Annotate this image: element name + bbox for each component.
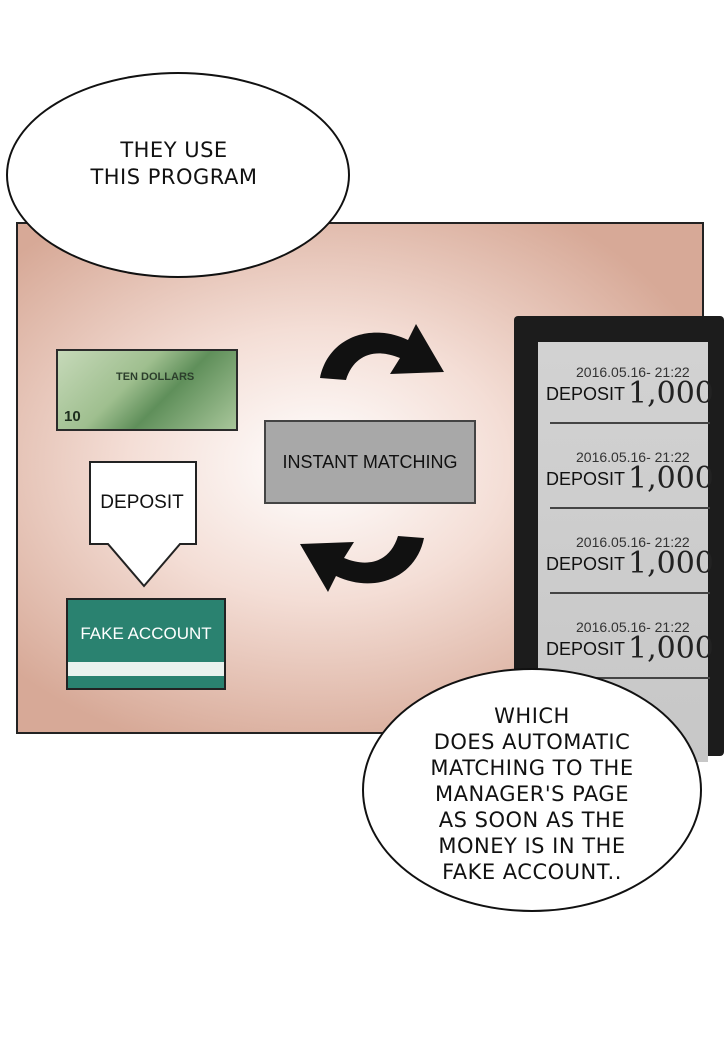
entry-amount: 1,000 [628,546,714,581]
deposit-entry: 2016.05.16- 21:22 DEPOSIT 1,000 [538,512,714,597]
deposit-entry: 2016.05.16- 21:22 DEPOSIT 1,000 [538,597,714,682]
instant-matching-label: INSTANT MATCHING [282,451,458,472]
entry-amount: 1,000 [628,631,714,666]
entry-label: DEPOSIT [546,469,626,489]
entry-date: 2016.05.16- 21:22 [576,364,690,380]
entry-label: DEPOSIT [546,639,626,659]
ten-dollar-bill: TEN DOLLARS 10 [56,349,238,431]
entry-date: 2016.05.16- 21:22 [576,449,690,465]
entry-label: DEPOSIT [546,384,626,404]
instant-matching-box: INSTANT MATCHING [264,420,476,504]
cycle-arrow-bottom-icon [300,536,424,592]
entry-divider [550,507,710,509]
fake-account-card: FAKE ACCOUNT [66,598,226,690]
entry-date: 2016.05.16- 21:22 [576,534,690,550]
entry-amount: 1,000 [628,376,714,411]
entry-divider [550,677,710,679]
deposit-entry: 2016.05.16- 21:22 DEPOSIT 1,000 [538,427,714,512]
entry-label: DEPOSIT [546,554,626,574]
bill-label: TEN DOLLARS [116,371,195,383]
speech-bubble-top: THEY USE THIS PROGRAM [6,72,350,278]
deposit-arrow-icon [89,461,197,588]
speech-bubble-bottom: WHICH DOES AUTOMATIC MATCHING TO THE MAN… [362,668,702,912]
monitor: 2016.05.16- 21:22 DEPOSIT 1,000 2016.05.… [514,316,724,762]
deposit-label: DEPOSIT [100,492,184,513]
entry-amount: 1,000 [628,461,714,496]
monitor-screen: 2016.05.16- 21:22 DEPOSIT 1,000 2016.05.… [538,342,714,762]
entry-date: 2016.05.16- 21:22 [576,619,690,635]
fake-account-label: FAKE ACCOUNT [80,624,212,643]
bill-number: 10 [64,408,81,425]
card-stripe [68,662,224,676]
entry-divider [550,422,710,424]
cycle-arrow-top-icon [320,324,444,380]
deposit-entry: 2016.05.16- 21:22 DEPOSIT 1,000 [538,342,714,427]
entry-divider [550,592,710,594]
comic-panel: TEN DOLLARS 10 DEPOSIT FAKE ACCOUNT INST… [16,222,724,762]
